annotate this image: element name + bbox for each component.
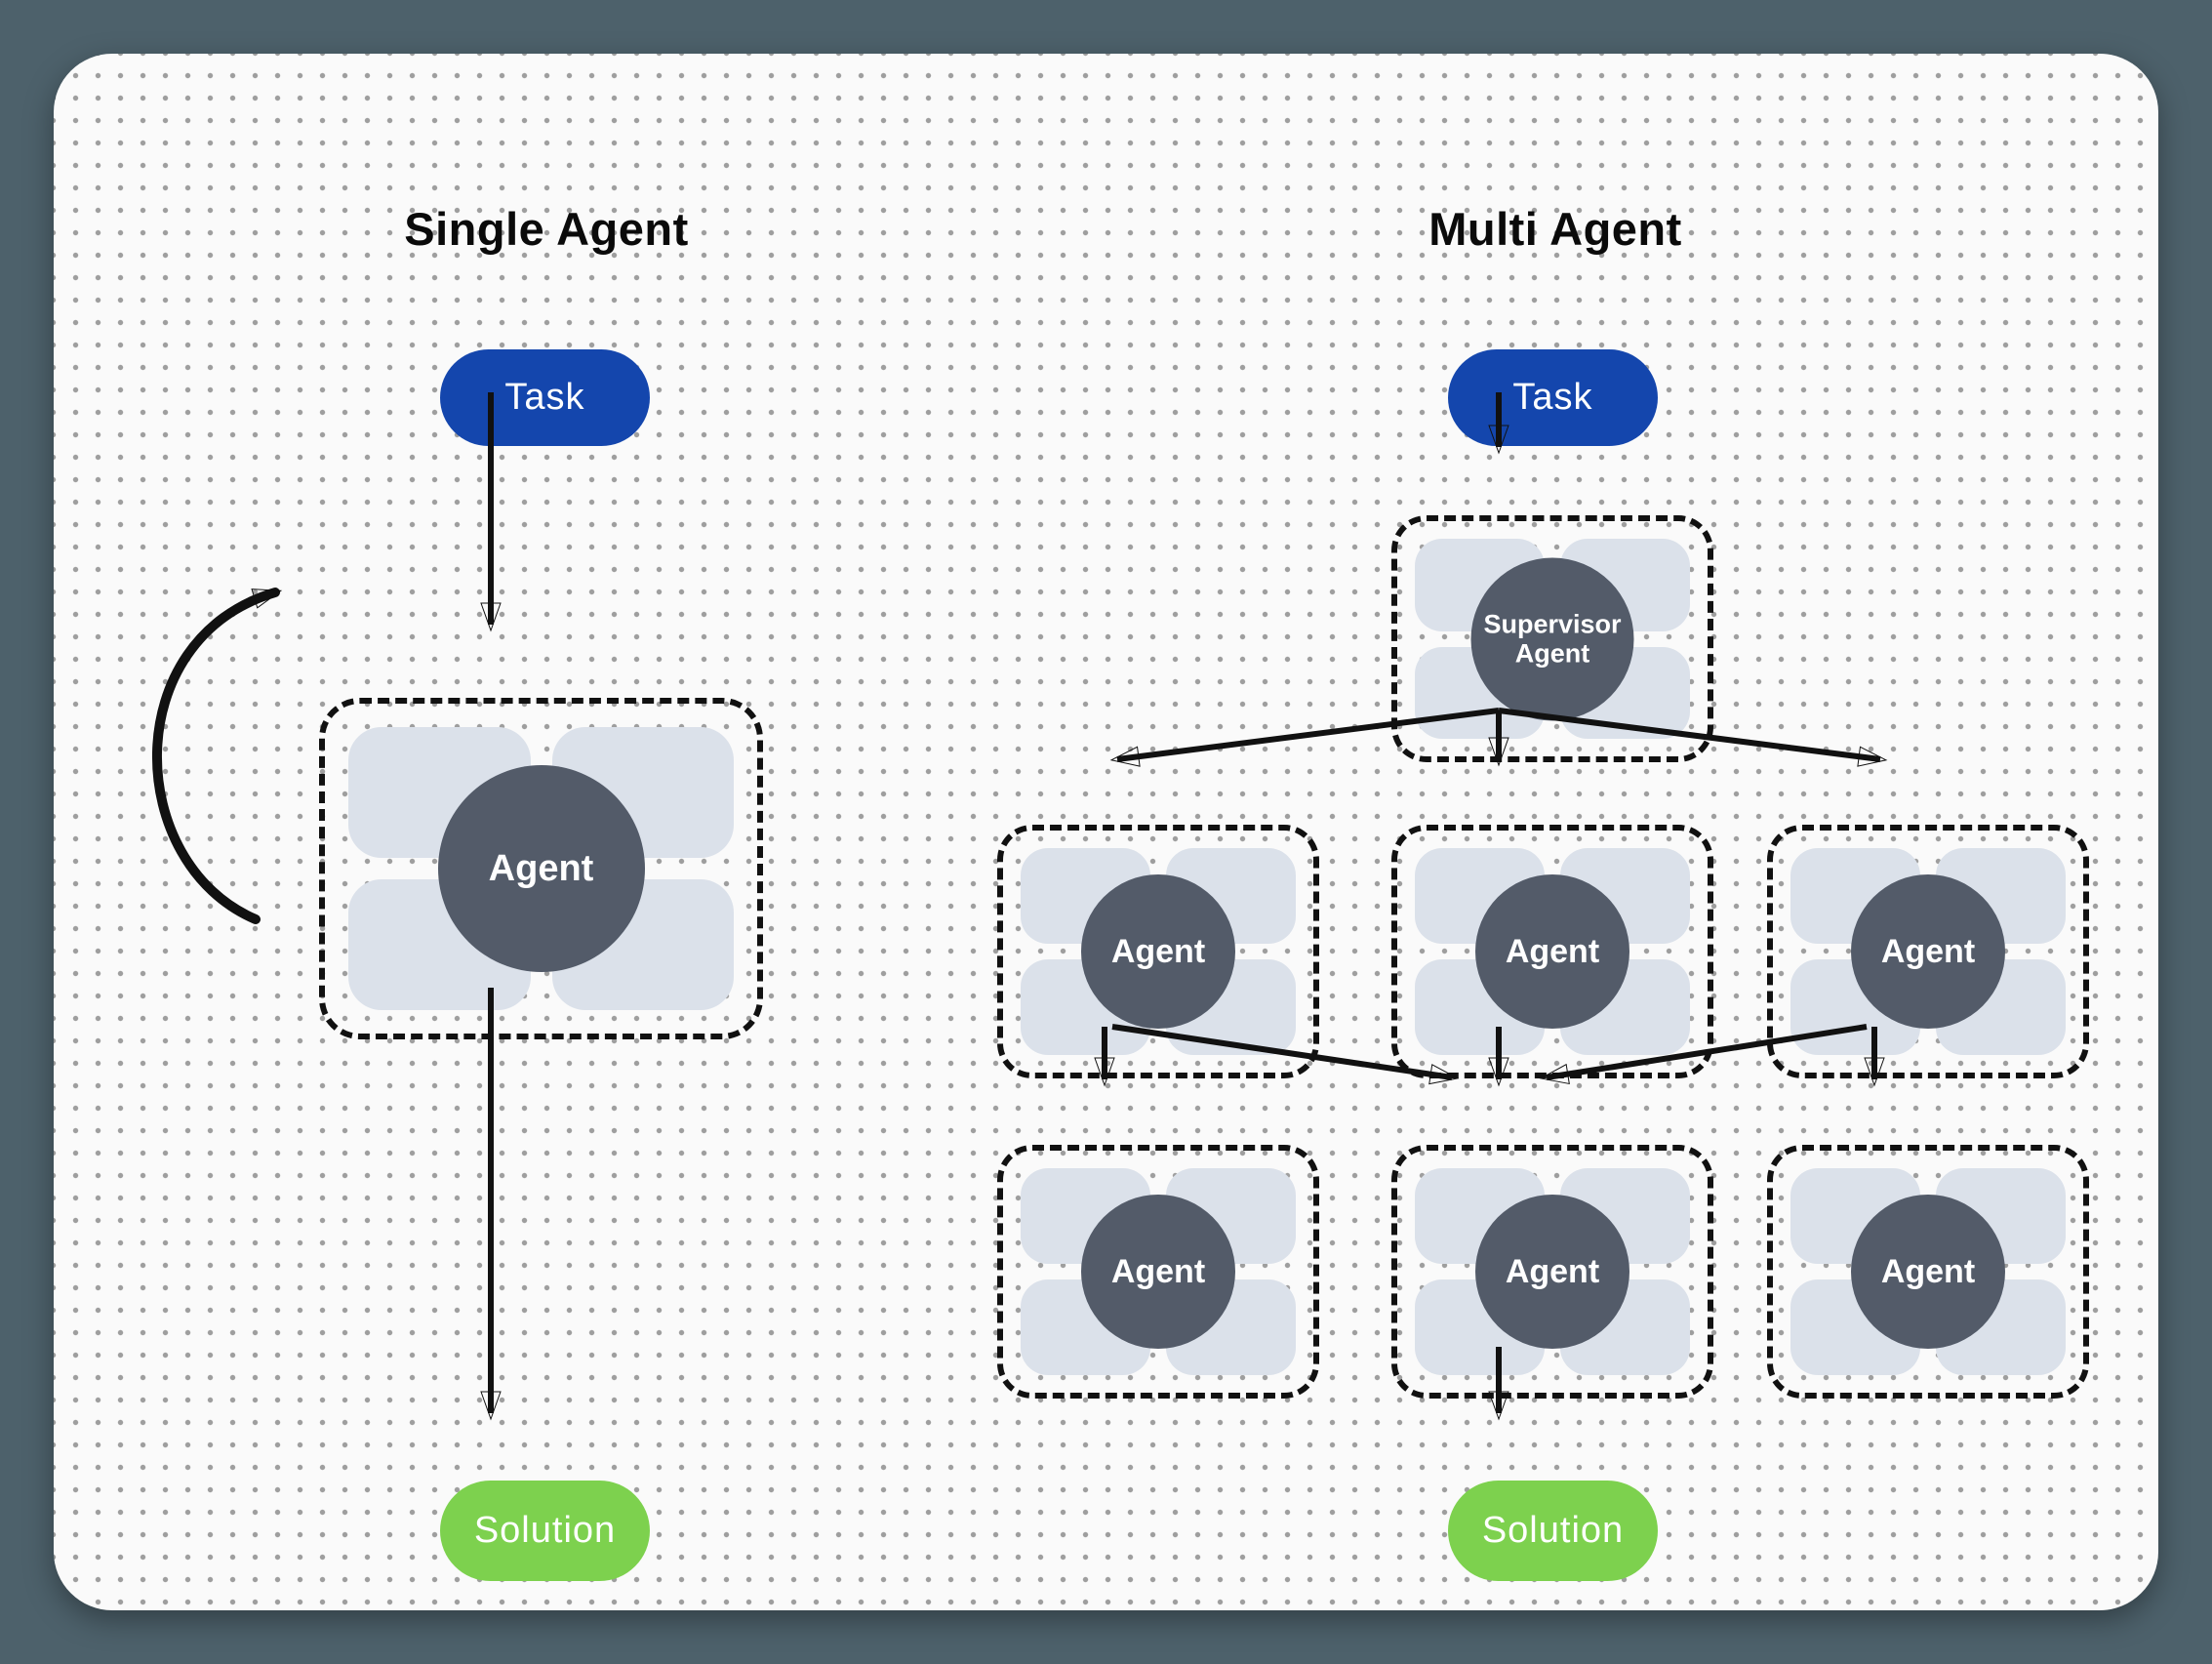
worker-agent-circle: Agent [1851, 874, 2005, 1029]
worker-agent-circle: Agent [1081, 874, 1235, 1029]
worker-agent-circle: Agent [1475, 874, 1629, 1029]
single-agent-circle: Agent [437, 765, 645, 972]
worker-agent-circle: Agent [1475, 1195, 1629, 1349]
worker-agent-box-row1-3: Agent [1767, 825, 2089, 1078]
worker-agent-label: Agent [1505, 932, 1600, 970]
worker-agent-box-row2-3: Agent [1767, 1145, 2089, 1399]
worker-agent-label: Agent [1505, 1252, 1600, 1290]
single-solution-label: Solution [473, 1510, 617, 1551]
worker-agent-label: Agent [1880, 932, 1976, 970]
single-task-label: Task [504, 377, 585, 418]
worker-agent-box-row1-1: Agent [997, 825, 1319, 1078]
diagram-canvas: Single Agent Multi Agent Task Agent Solu… [54, 54, 2158, 1610]
worker-agent-circle: Agent [1851, 1195, 2005, 1349]
single-agent-title: Single Agent [404, 203, 689, 255]
worker-agent-box-row2-1: Agent [997, 1145, 1319, 1399]
multi-task-label: Task [1512, 377, 1593, 418]
worker-agent-box-row2-2: Agent [1391, 1145, 1713, 1399]
supervisor-agent-label: Supervisor Agent [1483, 609, 1622, 669]
single-solution-node: Solution [440, 1481, 650, 1581]
multi-solution-node: Solution [1448, 1481, 1658, 1581]
multi-task-node: Task [1448, 349, 1658, 446]
single-agent-label: Agent [488, 847, 594, 889]
multi-agent-title: Multi Agent [1428, 203, 1682, 255]
worker-agent-box-row1-2: Agent [1391, 825, 1713, 1078]
single-task-node: Task [440, 349, 650, 446]
single-agent-box: Agent [319, 698, 763, 1039]
worker-agent-label: Agent [1110, 1252, 1206, 1290]
worker-agent-label: Agent [1110, 932, 1206, 970]
supervisor-agent-circle: Supervisor Agent [1470, 557, 1634, 720]
worker-agent-circle: Agent [1081, 1195, 1235, 1349]
supervisor-agent-box: Supervisor Agent [1391, 515, 1713, 762]
multi-solution-label: Solution [1481, 1510, 1625, 1551]
worker-agent-label: Agent [1880, 1252, 1976, 1290]
